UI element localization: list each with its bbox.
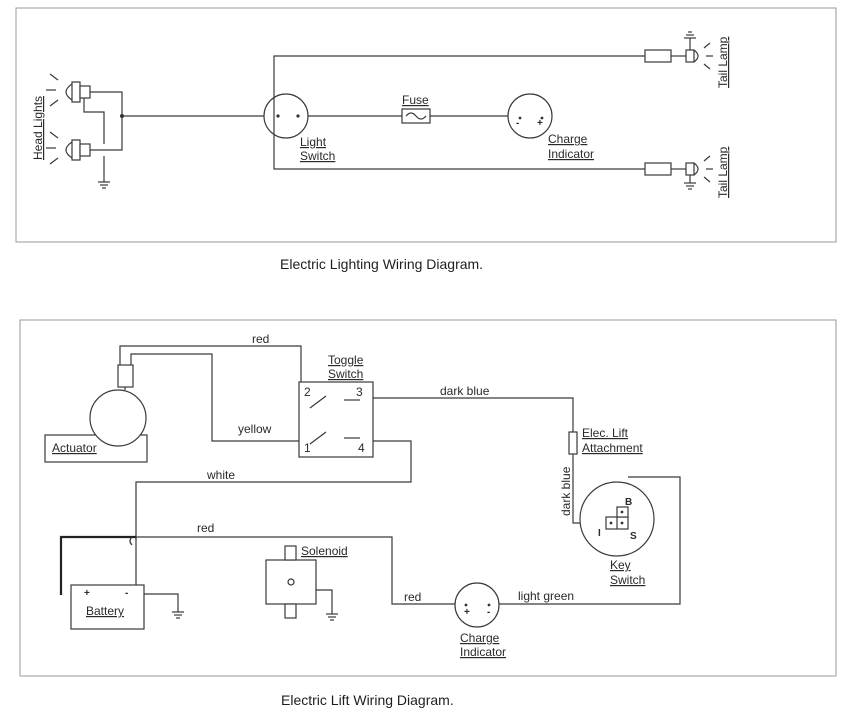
actuator-label: Actuator xyxy=(52,441,97,455)
lift-diagram: Actuator red yellow 2 3 1 4 Toggle Switc… xyxy=(19,319,837,677)
light-switch-label-line1: Light xyxy=(300,135,327,149)
actuator-motor xyxy=(89,389,147,447)
key-terminal-i: I xyxy=(598,528,601,539)
toggle-blade-lower xyxy=(309,431,327,445)
key-terminal-b: B xyxy=(625,497,632,508)
charge-indicator-label-line2: Indicator xyxy=(548,147,594,161)
charge-indicator-plus: + xyxy=(537,118,543,129)
toggle-terminal-2: 2 xyxy=(304,385,311,399)
lighting-diagram: Head Lights Light Switch Fuse - + Charge… xyxy=(15,7,837,243)
toggle-terminal-1: 1 xyxy=(304,441,311,455)
wire-white xyxy=(135,440,412,540)
fuse-label: Fuse xyxy=(402,93,429,107)
light-switch-label-line2: Switch xyxy=(300,149,335,163)
toggle-blade-upper xyxy=(309,395,327,409)
elec-lift-attachment-symbol xyxy=(568,431,578,455)
tail-lamp-upper xyxy=(644,31,713,70)
lighting-diagram-frame xyxy=(15,7,837,243)
wire-light-green xyxy=(499,476,681,605)
head-lights-feed-wire xyxy=(90,91,123,151)
toggle-terminal-4: 4 xyxy=(358,441,365,455)
battery-symbol xyxy=(70,584,145,630)
key-switch-label-line1: Key xyxy=(610,558,631,572)
toggle-switch-label-line1: Toggle xyxy=(328,353,364,367)
elec-lift-label-line1: Elec. Lift xyxy=(582,426,629,440)
wire-red-mid xyxy=(136,536,460,605)
tail-lamp-upper-label: Tail Lamp xyxy=(716,36,730,88)
tail-lamp-upper-wire xyxy=(273,55,645,116)
battery-minus: - xyxy=(125,588,128,599)
wire-light-green-label: light green xyxy=(518,589,574,603)
lift-charge-indicator-label-line2: Indicator xyxy=(460,645,506,659)
lift-diagram-frame xyxy=(19,319,837,677)
solenoid-label: Solenoid xyxy=(301,544,348,558)
charge-indicator-label-line1: Charge xyxy=(548,132,588,146)
light-switch-symbol xyxy=(263,93,309,139)
lift-charge-indicator-minus: - xyxy=(487,607,490,618)
toggle-terminal-3: 3 xyxy=(356,385,363,399)
head-lights-ground-wire xyxy=(83,98,105,144)
ground-symbol xyxy=(98,181,110,189)
lift-charge-indicator-symbol xyxy=(454,582,500,628)
lift-charge-indicator-plus: + xyxy=(464,607,470,618)
wire-red-mid-label: red xyxy=(197,521,214,535)
elec-lift-label-line2: Attachment xyxy=(582,441,643,455)
wire-yellow-label: yellow xyxy=(238,422,272,436)
tail-lamp-lower xyxy=(644,155,713,190)
charge-indicator-minus: - xyxy=(516,118,519,129)
solenoid-symbol xyxy=(265,559,317,605)
wire-battery-positive xyxy=(59,535,136,595)
lighting-diagram-caption: Electric Lighting Wiring Diagram. xyxy=(280,256,483,272)
wire-red-low-label: red xyxy=(404,590,421,604)
solenoid-ground-symbol xyxy=(326,613,338,621)
wire-dark-blue xyxy=(373,397,574,432)
wire-red-top-label: red xyxy=(252,332,269,346)
tail-lamp-lower-wire xyxy=(273,116,645,170)
key-terminal-s: S xyxy=(630,531,637,542)
battery-label: Battery xyxy=(86,604,124,618)
head-lights-label: Head Lights xyxy=(31,96,45,160)
charge-indicator-symbol xyxy=(507,93,553,139)
head-light-lower xyxy=(46,131,91,165)
lift-charge-indicator-label-line1: Charge xyxy=(460,631,500,645)
wire-white-label: white xyxy=(206,468,235,482)
wire-yellow xyxy=(130,353,316,442)
battery-ground-symbol xyxy=(172,611,184,619)
battery-plus: + xyxy=(84,588,90,599)
toggle-switch-label-line2: Switch xyxy=(328,367,363,381)
actuator-connector xyxy=(117,364,134,388)
wire-dark-blue-vertical-label: dark blue xyxy=(559,466,573,516)
wire-dark-blue-label: dark blue xyxy=(440,384,490,398)
toggle-switch-symbol xyxy=(298,381,374,458)
lift-diagram-caption: Electric Lift Wiring Diagram. xyxy=(281,692,454,708)
tail-lamp-lower-label: Tail Lamp xyxy=(716,146,730,198)
key-switch-label-line2: Switch xyxy=(610,573,645,587)
